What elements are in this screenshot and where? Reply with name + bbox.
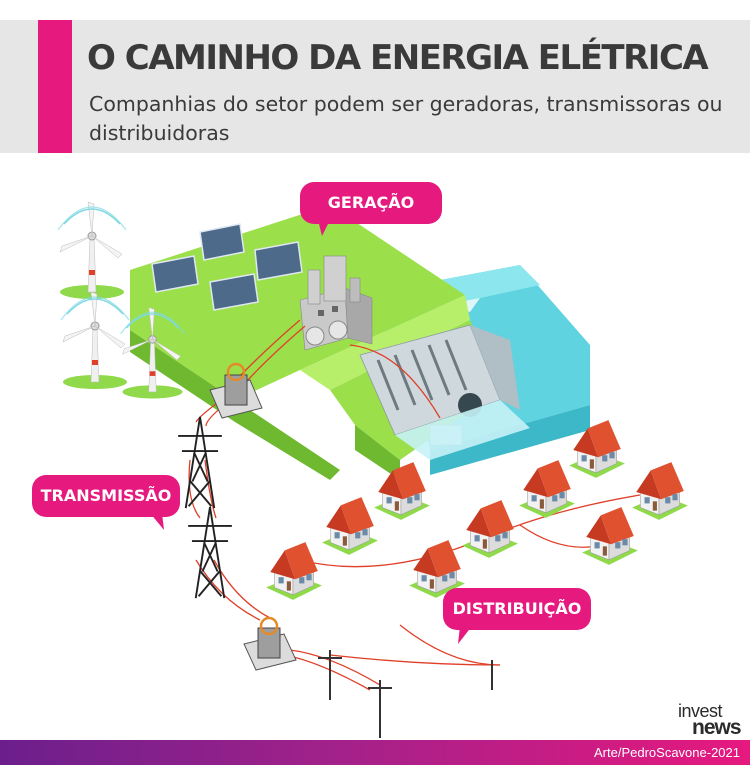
transformer-icon — [209, 362, 263, 419]
page-title: O CAMINHO DA ENERGIA ELÉTRICA — [87, 38, 709, 78]
transformer-icon — [243, 616, 297, 671]
accent-bar — [38, 20, 72, 153]
label-distribution: DISTRIBUIÇÃO — [443, 588, 591, 644]
house-icon — [581, 506, 639, 566]
header-band: O CAMINHO DA ENERGIA ELÉTRICA Companhias… — [0, 20, 750, 153]
transmission-tower-icon — [187, 505, 233, 600]
house-icon — [373, 461, 431, 521]
label-generation-text: GERAÇÃO — [328, 193, 415, 212]
transmission-tower-icon — [177, 415, 223, 510]
art-credit: Arte/PedroScavone-2021 — [594, 745, 740, 760]
label-generation: GERAÇÃO — [300, 182, 442, 236]
logo-top-text: invest — [678, 701, 723, 721]
page-subtitle: Companhias do setor podem ser geradoras,… — [89, 92, 723, 145]
wind-turbine-icon — [60, 291, 130, 390]
utility-pole-icon — [318, 650, 493, 738]
label-transmission: TRANSMISSÃO — [32, 475, 180, 530]
hydro-dam-icon — [359, 324, 530, 460]
house-icon — [321, 496, 379, 556]
logo-bottom-text: news — [692, 716, 742, 739]
house-icon — [461, 499, 519, 559]
solar-panel-icon — [151, 223, 303, 311]
label-distribution-text: DISTRIBUIÇÃO — [453, 599, 582, 618]
house-icon — [518, 459, 576, 519]
wind-turbine-icon — [57, 201, 127, 300]
house-icon — [631, 461, 689, 521]
power-plant-icon — [299, 255, 373, 351]
energy-path-illustration: GERAÇÃO TRANSMISSÃO DISTRIBUIÇÃO — [32, 182, 689, 738]
label-transmission-text: TRANSMISSÃO — [41, 486, 172, 505]
investnews-logo: invest news — [676, 702, 746, 738]
house-icon — [265, 541, 323, 601]
footer-bar: Arte/PedroScavone-2021 — [0, 740, 750, 765]
